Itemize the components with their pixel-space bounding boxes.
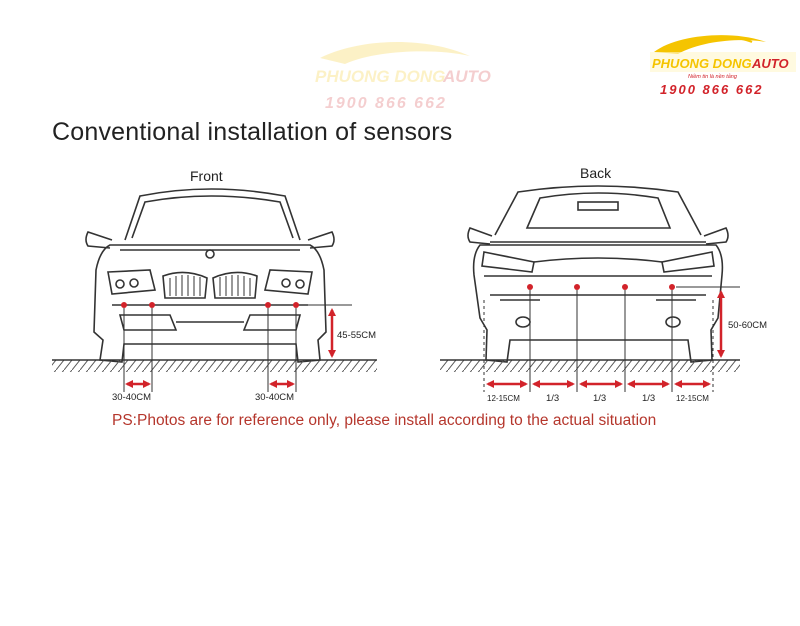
front-label: Front: [190, 168, 223, 184]
sensor-installation-diagram: 45-55CM 30-40CM 30-40CM Front: [52, 165, 767, 404]
back-sensor-2: [574, 284, 580, 290]
back-third-2-label: 1/3: [593, 393, 606, 404]
logo-tagline: Niềm tin là nền tảng: [688, 73, 738, 80]
back-label: Back: [580, 165, 612, 181]
front-height-label: 45-55CM: [337, 330, 376, 341]
back-edge-guides: [483, 300, 714, 392]
back-height-label: 50-60CM: [728, 320, 767, 331]
back-sensor-1: [527, 284, 533, 290]
back-guides: [529, 286, 740, 392]
front-ground: [52, 359, 377, 372]
logo-brand: PHUONG DONG: [652, 56, 752, 71]
back-third-1-label: 1/3: [546, 393, 559, 404]
brand-logo: PHUONG DONG AUTO Niềm tin là nền tảng 19…: [650, 35, 796, 97]
front-gap-right-label: 30-40CM: [255, 392, 294, 403]
back-ground: [440, 359, 740, 372]
watermark-phone: 1900 866 662: [325, 95, 447, 112]
watermark-auto: AUTO: [442, 67, 491, 86]
front-sensors: [121, 302, 299, 308]
front-sensor-3: [265, 302, 271, 308]
car-swoosh-icon: [654, 35, 766, 54]
front-sensor-2: [149, 302, 155, 308]
back-sensor-4: [669, 284, 675, 290]
back-edge-right-label: 12-15CM: [676, 394, 709, 403]
front-car: [85, 188, 335, 363]
logo-auto: AUTO: [751, 56, 789, 71]
front-sensor-4: [293, 302, 299, 308]
back-third-3-label: 1/3: [642, 393, 655, 404]
disclaimer-note: PS:Photos are for reference only, please…: [112, 412, 657, 429]
back-car: [467, 185, 729, 363]
logo-phone: 1900 866 662: [660, 82, 764, 97]
diagram-title: Conventional installation of sensors: [52, 118, 453, 146]
front-sensor-1: [121, 302, 127, 308]
watermark-logo: PHUONG DONG AUTO 1900 866 662: [315, 41, 491, 112]
back-edge-left-label: 12-15CM: [487, 394, 520, 403]
back-sensors: [527, 284, 675, 290]
back-sensor-3: [622, 284, 628, 290]
front-gap-left-label: 30-40CM: [112, 392, 151, 403]
watermark-brand: PHUONG DONG: [315, 67, 445, 86]
front-grille-slats: [169, 275, 251, 296]
front-guides: [123, 304, 352, 392]
